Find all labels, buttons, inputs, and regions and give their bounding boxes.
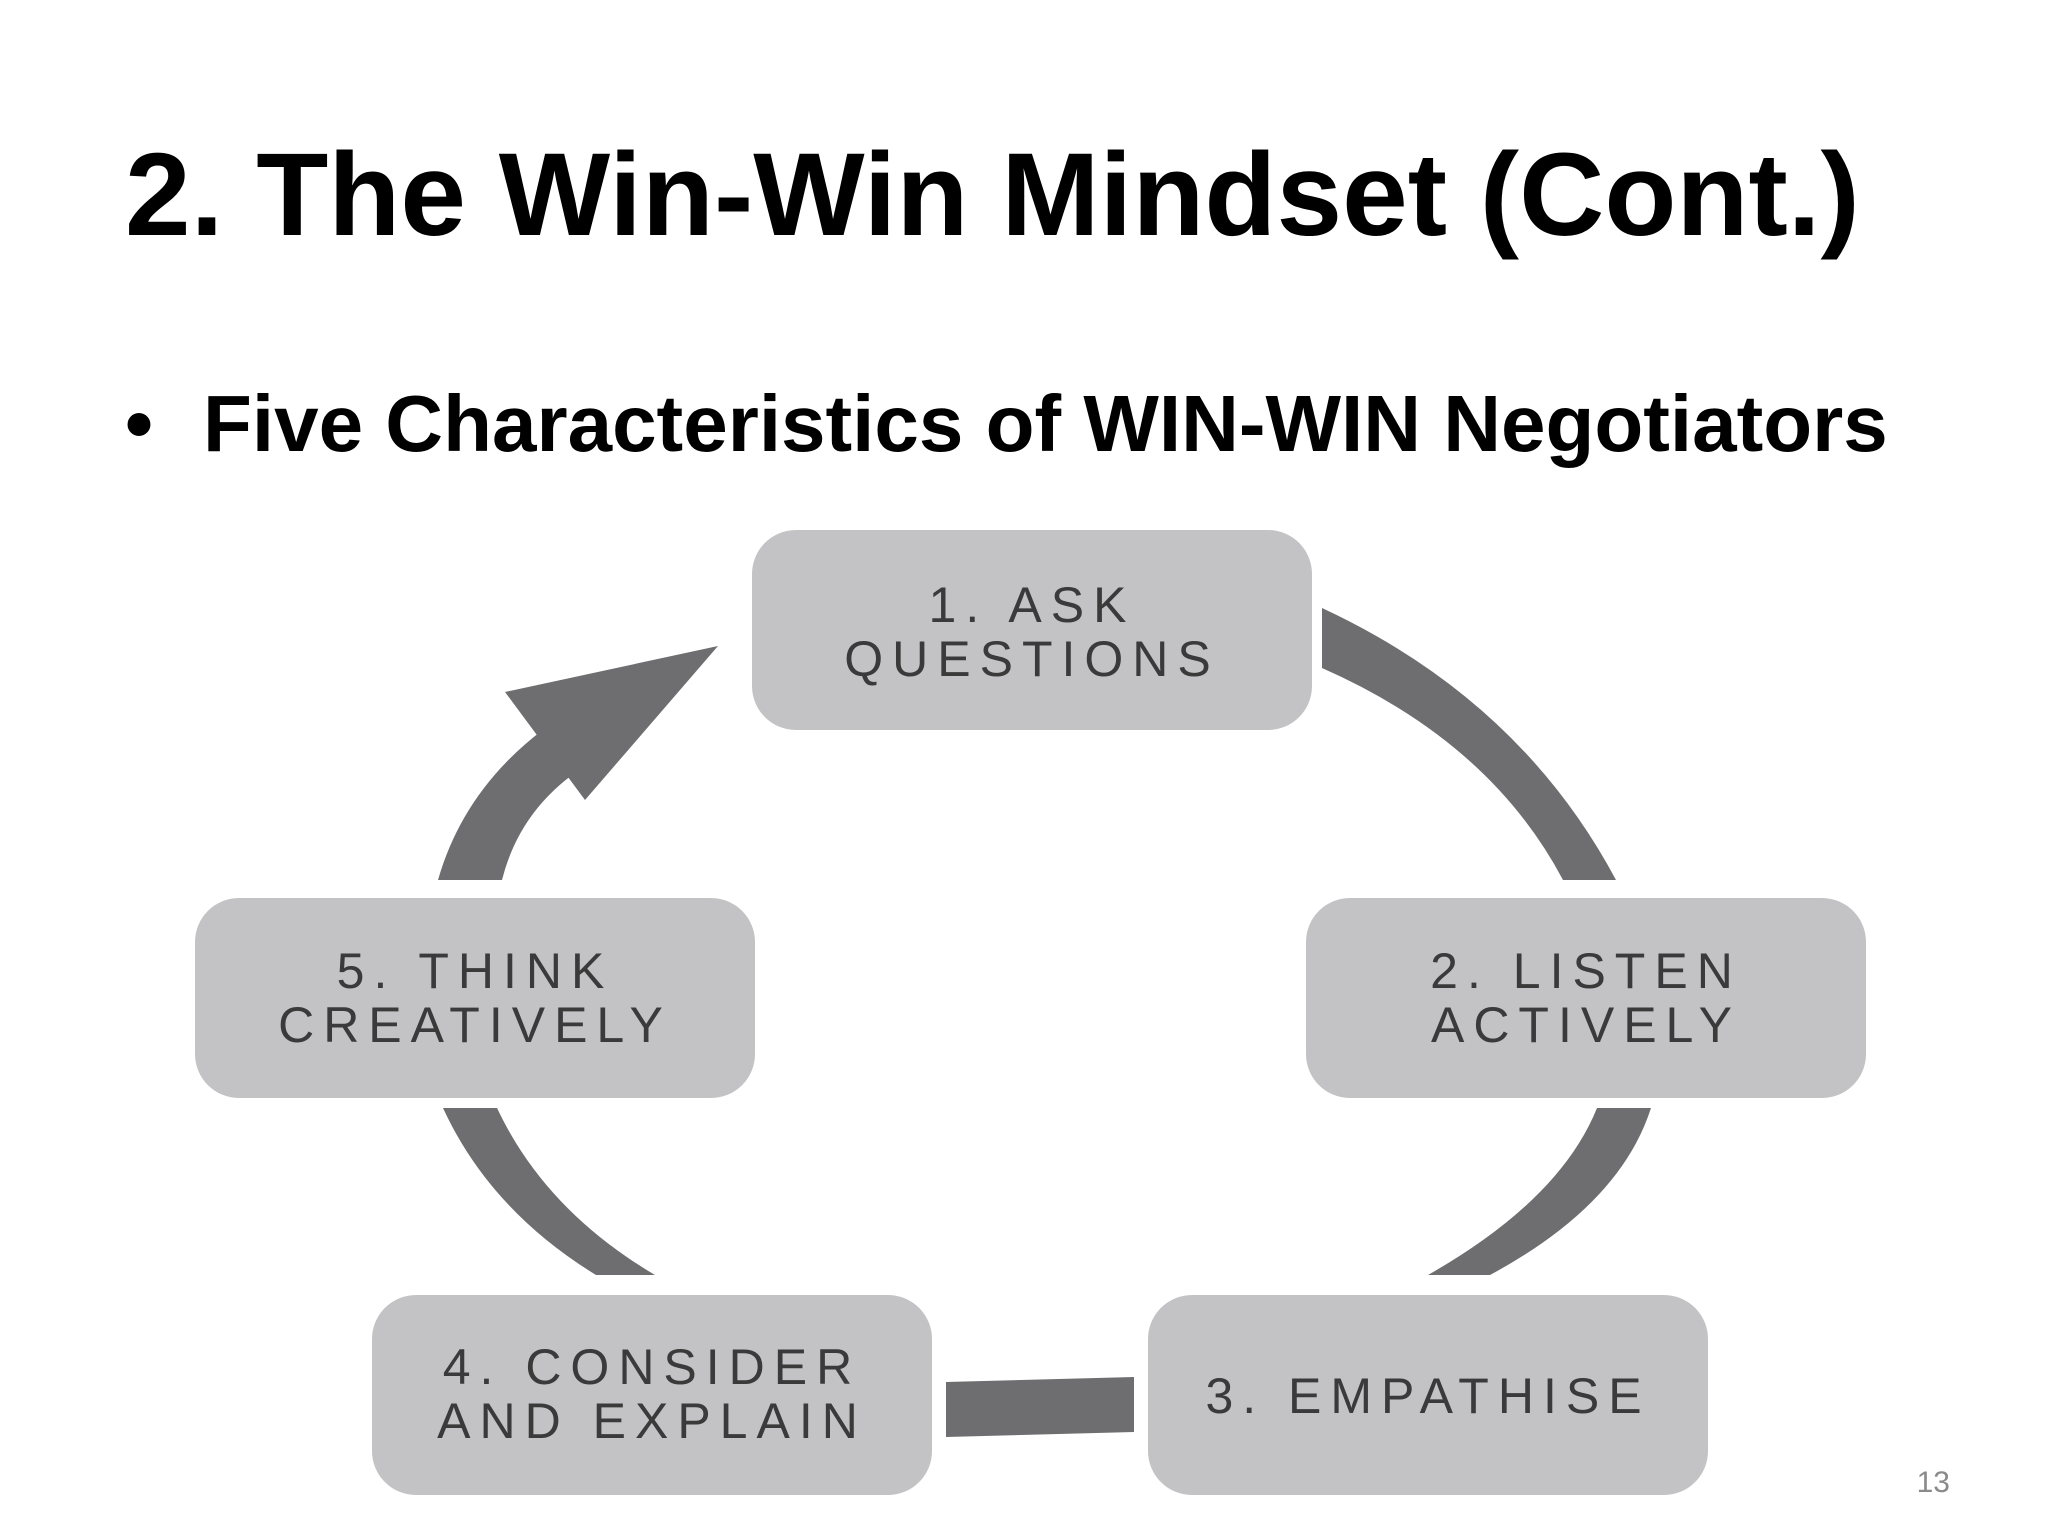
- connector-1-to-2: [1322, 608, 1616, 880]
- step-5-label-line-1: 5. THINK: [337, 943, 614, 999]
- step-2-label-line-1: 2. LISTEN: [1430, 943, 1742, 999]
- bullet-text: Five Characteristics of WIN-WIN Negotiat…: [203, 379, 1888, 468]
- bullet-item: • Five Characteristics of WIN-WIN Negoti…: [125, 376, 1888, 472]
- connector-3-to-4: [946, 1377, 1134, 1437]
- connector-2-to-3: [1428, 1108, 1651, 1275]
- step-4-label-line-1: 4. CONSIDER: [443, 1339, 862, 1395]
- step-box-3: 3. EMPATHISE: [1148, 1295, 1708, 1495]
- step-5-label-line-2: CREATIVELY: [278, 997, 672, 1053]
- connector-4-to-5: [443, 1108, 655, 1275]
- step-4-label-line-2: AND EXPLAIN: [437, 1393, 867, 1449]
- bullet-point-icon: •: [125, 379, 154, 468]
- page-number: 13: [1916, 1466, 1950, 1499]
- arrow-head-icon: [505, 646, 718, 800]
- step-box-4: 4. CONSIDER AND EXPLAIN: [372, 1295, 932, 1495]
- step-3-label: 3. EMPATHISE: [1205, 1368, 1650, 1424]
- step-box-2: 2. LISTEN ACTIVELY: [1306, 898, 1866, 1098]
- step-box-5: 5. THINK CREATIVELY: [195, 898, 755, 1098]
- step-box-1: 1. ASK QUESTIONS: [752, 530, 1312, 730]
- slide-title: 2. The Win-Win Mindset (Cont.): [125, 129, 1860, 261]
- step-1-label-line-1: 1. ASK: [929, 577, 1136, 633]
- step-1-label-line-2: QUESTIONS: [844, 631, 1219, 687]
- step-2-label-line-2: ACTIVELY: [1431, 997, 1741, 1053]
